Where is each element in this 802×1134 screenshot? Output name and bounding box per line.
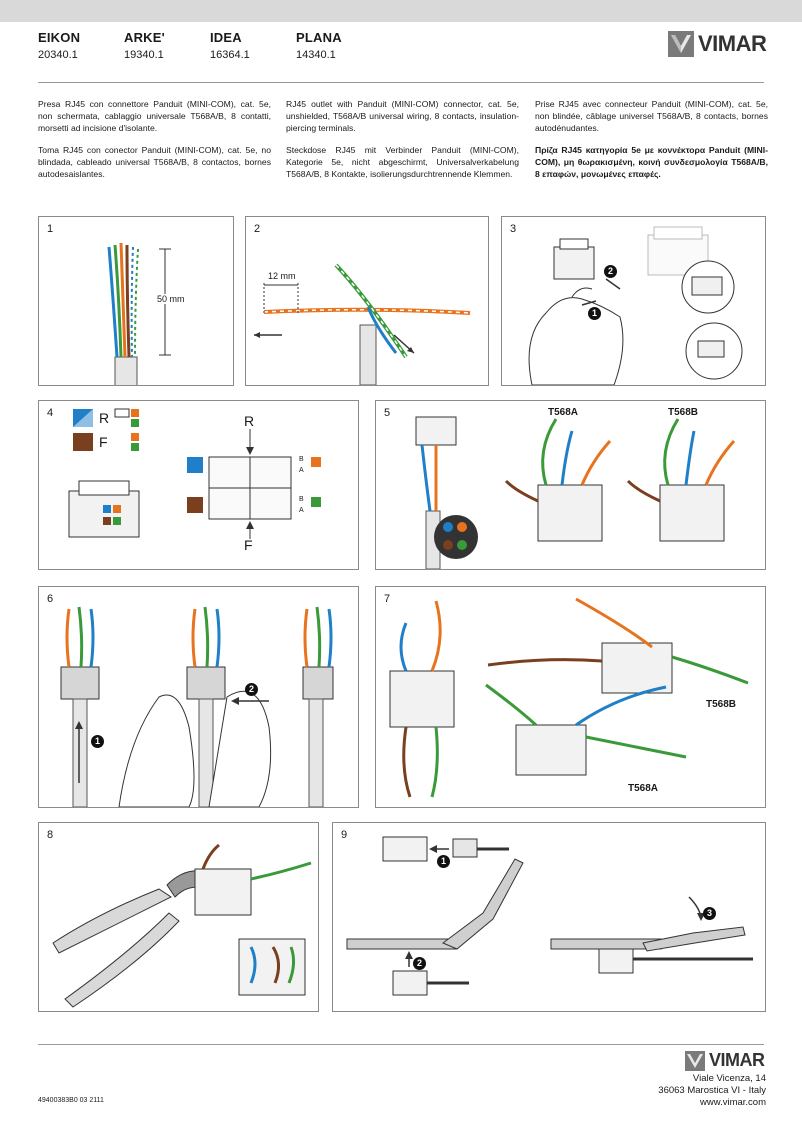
step-1-panel: 1 50 mm: [38, 216, 234, 386]
label-t568b: T568B: [706, 699, 737, 710]
step-3-panel: 3 2 1: [501, 216, 766, 386]
marker-2: 2: [413, 957, 426, 970]
label-f-legend: F: [99, 434, 108, 450]
series-eikon: EIKON 20340.1: [38, 30, 80, 61]
series-code: 14340.1: [296, 49, 336, 61]
marker-3: 3: [703, 907, 716, 920]
step-4-panel: 4 R F R F B A B A: [38, 400, 359, 570]
top-band: [0, 0, 802, 22]
marker-2: 2: [604, 265, 617, 278]
series-idea: IDEA 16364.1: [210, 30, 250, 61]
series-plana: PLANA 14340.1: [296, 30, 342, 61]
step-number: 2: [254, 223, 261, 235]
text-de: Steckdose RJ45 mit Verbinder Panduit (MI…: [286, 145, 519, 179]
series-code: 16364.1: [210, 49, 250, 61]
marker-1: 1: [91, 735, 104, 748]
length-label: 12 mm: [268, 271, 296, 281]
address-line-2: 36063 Marostica VI - Italy: [658, 1085, 766, 1096]
wire-cutting-illustration: [52, 843, 312, 1008]
text-column-it-es: Presa RJ45 con connettore Panduit (MINI-…: [38, 98, 271, 190]
text-fr: Prise RJ45 avec connecteur Panduit (MINI…: [535, 99, 768, 133]
connector-removal-illustration: [528, 226, 743, 385]
series-name: PLANA: [296, 30, 342, 45]
plate-mounting-illustration: [346, 836, 753, 996]
text-it: Presa RJ45 con connettore Panduit (MINI-…: [38, 99, 271, 133]
marker-1: 1: [588, 307, 601, 320]
label-t568a: T568A: [548, 407, 579, 418]
step-2-panel: 2 12 mm: [245, 216, 489, 386]
text-en: RJ45 outlet with Panduit (MINI-COM) conn…: [286, 99, 519, 133]
vimar-wordmark: VIMAR: [709, 1050, 765, 1070]
step-7-panel: 7 T568B T568A: [375, 586, 766, 808]
length-label: 50 mm: [157, 294, 185, 304]
website-link[interactable]: www.vimar.com: [700, 1097, 766, 1108]
cable-insertion-illustration: [60, 606, 334, 807]
footer-address: Viale Vicenza, 14 36063 Marostica VI - I…: [658, 1073, 766, 1109]
text-es: Toma RJ45 con conector Panduit (MINI-COM…: [38, 145, 271, 179]
header-divider: [38, 82, 764, 83]
series-code: 19340.1: [124, 49, 164, 61]
text-el: Πρίζα RJ45 κατηγορία 5e με κοννέκτορα Pa…: [535, 145, 768, 179]
series-code: 20340.1: [38, 49, 78, 61]
label-t568a: T568A: [628, 783, 659, 794]
label-f-bottom: F: [244, 537, 253, 553]
marker-1: 1: [437, 855, 450, 868]
step-5-panel: 5 T568A T568B: [375, 400, 766, 570]
label-t568b: T568B: [668, 407, 699, 418]
terminated-connectors-illustration: [389, 597, 749, 798]
marker-2: 2: [245, 683, 258, 696]
text-column-en-de: RJ45 outlet with Panduit (MINI-COM) conn…: [286, 98, 519, 190]
step-8-panel: 8: [38, 822, 319, 1012]
step-9-panel: 9 1 2 3: [332, 822, 766, 1012]
cable-stripped-illustration: [107, 242, 171, 385]
label-r-top: R: [244, 413, 255, 429]
step-number: 8: [47, 829, 54, 841]
series-arke: ARKE' 19340.1: [124, 30, 165, 61]
vimar-wordmark: VIMAR: [698, 31, 767, 56]
wire-trim-illustration: [254, 263, 471, 385]
label-b: B: [299, 456, 304, 463]
vimar-mark-icon: [668, 31, 694, 57]
series-name: IDEA: [210, 30, 242, 45]
color-code-legend-illustration: [68, 408, 321, 539]
step-number: 7: [384, 593, 391, 605]
address-line-1: Viale Vicenza, 14: [692, 1073, 766, 1084]
step-number: 6: [47, 593, 54, 605]
series-name: ARKE': [124, 30, 165, 45]
label-r-legend: R: [99, 410, 110, 426]
document-number: 49400383B0 03 2111: [38, 1097, 104, 1104]
vimar-logo: VIMAR: [668, 31, 767, 57]
vimar-mark-icon: [685, 1050, 705, 1071]
step-number: 3: [510, 223, 517, 235]
label-a: A: [299, 467, 304, 474]
step-number: 5: [384, 407, 391, 419]
text-column-fr-el: Prise RJ45 avec connecteur Panduit (MINI…: [535, 98, 768, 190]
wiring-standards-illustration: [415, 416, 736, 569]
step-number: 1: [47, 223, 54, 235]
step-number: 4: [47, 407, 54, 419]
label-a: A: [299, 507, 304, 514]
vimar-logo-footer: VIMAR: [685, 1050, 765, 1071]
label-b: B: [299, 496, 304, 503]
step-number: 9: [341, 829, 348, 841]
footer-divider: [38, 1044, 764, 1045]
step-6-panel: 6 1 2: [38, 586, 359, 808]
series-name: EIKON: [38, 30, 81, 45]
